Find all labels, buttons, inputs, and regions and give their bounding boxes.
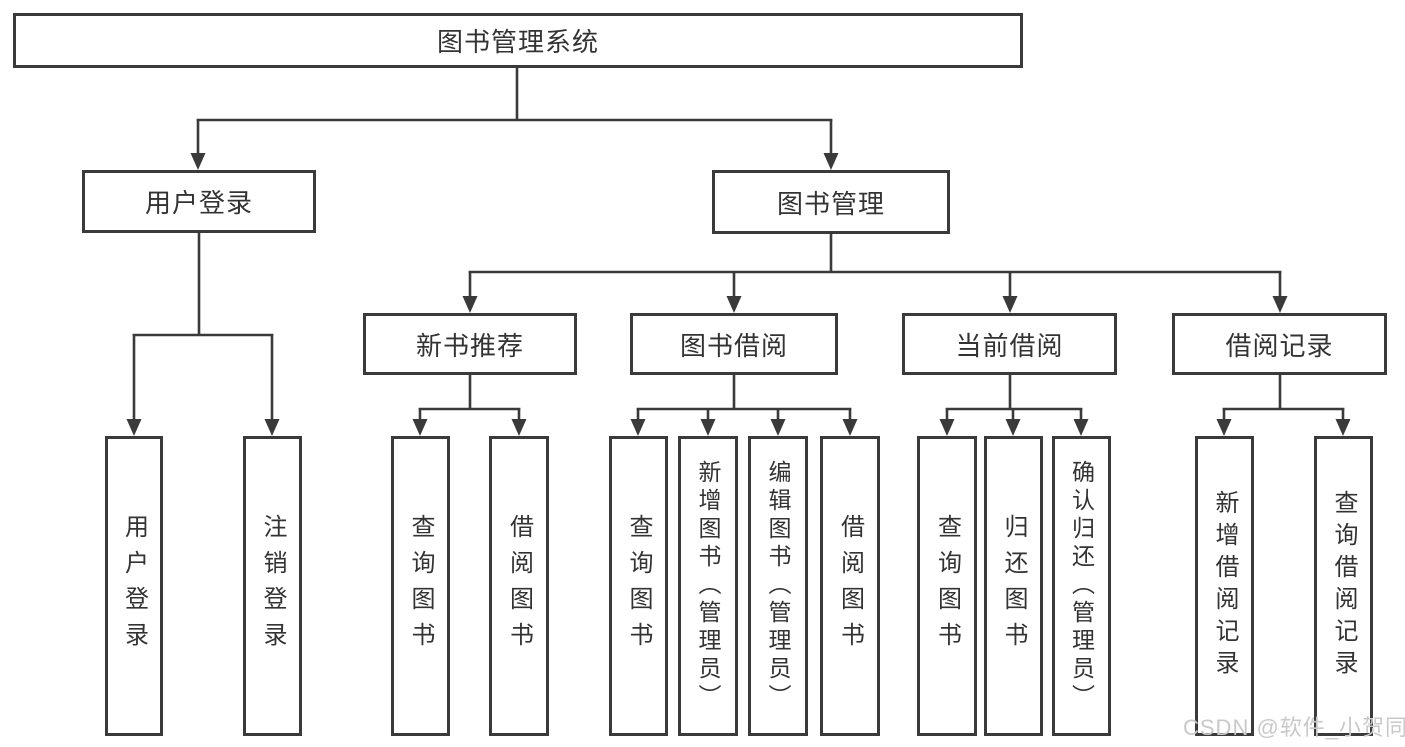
node-current-borrow: 当前借阅 (902, 313, 1117, 375)
node-new-book-recommend: 新书推荐 (363, 313, 577, 375)
leaf-user-login: 用户登录 (105, 436, 163, 736)
node-root: 图书管理系统 (13, 13, 1023, 68)
leaf-logout: 注销登录 (243, 436, 302, 736)
leaf-query-books-borrow: 查询图书 (609, 436, 668, 736)
node-book-management-label: 图书管理 (776, 188, 885, 219)
node-book-borrow-label: 图书借阅 (679, 330, 788, 361)
leaf-borrow-books: 借阅图书 (820, 436, 880, 736)
node-current-borrow-label: 当前借阅 (955, 330, 1064, 361)
node-borrow-records-label: 借阅记录 (1225, 330, 1334, 361)
leaf-add-books-admin: 新增图书（管理员） (678, 436, 738, 736)
csdn-watermark: CSDN @软件_小贺同学 (1183, 715, 1405, 740)
node-new-book-recommend-label: 新书推荐 (415, 330, 524, 361)
node-user-login-label: 用户登录 (144, 188, 253, 218)
leaf-add-borrow-record: 新增借阅记录 (1195, 436, 1254, 736)
leaf-query-books-current: 查询图书 (917, 436, 977, 736)
leaf-edit-books-admin: 编辑图书（管理员） (748, 436, 808, 736)
node-user-login: 用户登录 (82, 170, 316, 233)
node-borrow-records: 借阅记录 (1172, 313, 1387, 375)
node-book-management: 图书管理 (712, 170, 950, 234)
leaf-query-borrow-record: 查询借阅记录 (1314, 436, 1373, 736)
leaf-confirm-return-admin: 确认归还（管理员） (1052, 436, 1111, 736)
node-root-label: 图书管理系统 (436, 27, 599, 57)
leaf-query-books-recommend: 查询图书 (391, 436, 450, 736)
node-book-borrow: 图书借阅 (630, 313, 838, 375)
leaf-borrow-books-recommend: 借阅图书 (489, 436, 549, 736)
leaf-return-books: 归还图书 (984, 436, 1043, 736)
